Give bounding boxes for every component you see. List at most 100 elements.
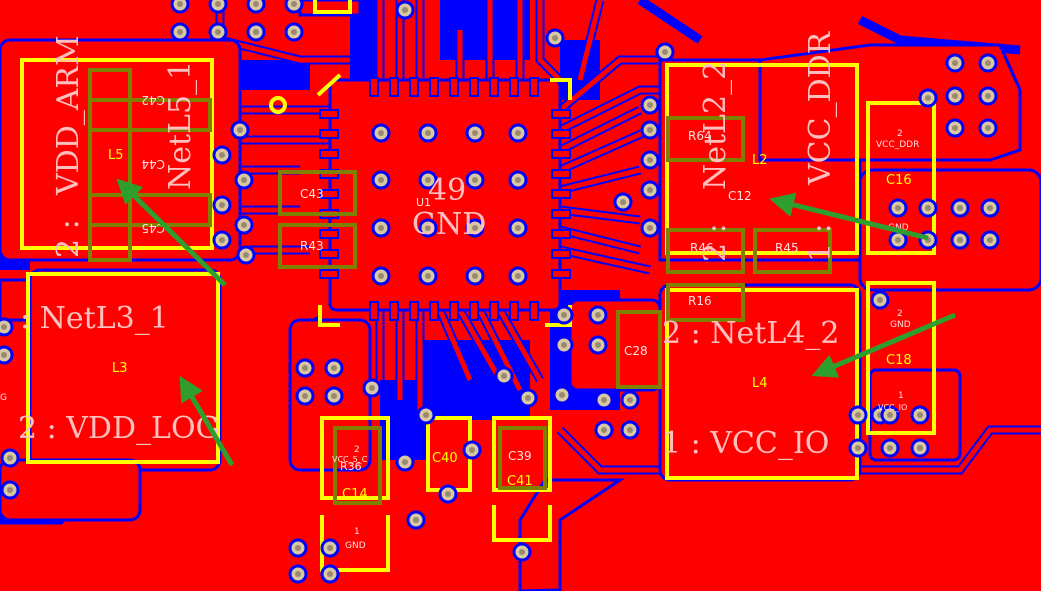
via-drill [219,202,225,208]
via-drill [957,205,963,211]
via-drill [177,29,183,35]
c14-pin-net: VCC_5_C [332,455,368,464]
u1-pin [369,301,379,321]
via-drill [620,199,626,205]
via-drill [647,102,653,108]
pin2-right-l2: 2 : [698,223,733,262]
u1-pin [429,301,439,321]
via-drill [295,545,301,551]
via-drill [378,225,384,231]
via-drill [219,152,225,158]
via-drill [469,447,475,453]
c40-refdes: C40 [432,451,458,466]
r64-label: R64 [688,129,712,143]
c42-label: C42 [141,93,165,107]
via-drill [647,187,653,193]
via-drill [7,455,13,461]
u1-pin [551,169,571,179]
via-drill [887,445,893,451]
c28-label: C28 [624,344,648,358]
trace-region [518,478,625,591]
via-drill [425,177,431,183]
via-drill [472,177,478,183]
vcc-ddr-label: VCC_DDR [803,30,838,186]
via-drill [515,130,521,136]
c18-pin-num: 2 [897,309,903,319]
c18-refdes: C18 [886,353,912,368]
pin1-right-l2: 1 : [803,223,838,262]
via-drill [291,1,297,7]
netl3-label: : NetL3_1 [20,301,169,336]
c14-pin1-num: 1 [354,527,360,537]
c12-label: C12 [728,189,752,203]
refdes-labels: L5 L3 L4 L2 C14 C40 C41 C16 C18 [108,148,912,502]
via-drill [627,397,633,403]
via-drill [331,393,337,399]
net-labels: VDD_ARM 2 : NetL5_1 : NetL3_1 2 : VDD_LO… [18,30,839,461]
u1-pin [551,249,571,259]
netl5-label: NetL5_1 [163,61,198,190]
via-drill [877,297,883,303]
u1-pin [551,109,571,119]
via-drill [985,93,991,99]
gnd-pad-net: GND [412,207,486,242]
via-drill [987,237,993,243]
r16-label: R16 [688,294,712,308]
u1-pin [389,301,399,321]
u1-pin [551,269,571,279]
l2-refdes: L2 [752,153,768,168]
c16-pin-num: 2 [897,129,903,139]
left-edge-g: G [0,393,7,403]
u1-pin [449,301,459,321]
via-drill [987,205,993,211]
via-drill [595,312,601,318]
via-drill [559,392,565,398]
via-drill [177,1,183,7]
annotation-arrows [116,178,956,467]
via-drill [515,273,521,279]
via-drill [472,273,478,279]
via-drill [855,445,861,451]
via-drill [215,1,221,7]
arrow-l3 [179,375,235,467]
via-drill [253,1,259,7]
c14-refdes: C14 [342,487,368,502]
via-drill [647,157,653,163]
u1-pin [319,189,339,199]
via-drill [402,459,408,465]
via-drill [662,49,668,55]
via-drill [519,549,525,555]
via-drill [472,130,478,136]
vccio-pin-num: 1 [898,391,904,401]
l4-outline [665,288,859,480]
u1-pin [319,129,339,139]
vcc-io-label: 1 : VCC_IO [662,426,829,461]
vdd-log-label: 2 : VDD_LOG [18,411,220,446]
via-drill [402,7,408,13]
l3-outline [26,272,220,464]
u1-pin [449,77,459,97]
c45-label: C45 [141,221,165,235]
via-drill [515,177,521,183]
r46-label: R46 [690,241,714,255]
via-drill [253,29,259,35]
via-drill [378,177,384,183]
via-drill [219,237,225,243]
via-drill [331,365,337,371]
via-drill [595,342,601,348]
pad-net-labels: 2 VCC_DDR 2 GND GND 2 VCC_5_C 1 GND 1 VC… [0,129,919,551]
l3-refdes: L3 [112,361,128,376]
via-drill [952,93,958,99]
via-drill [515,225,521,231]
u1-pin [319,149,339,159]
via-drill [327,545,333,551]
c16-refdes: C16 [886,173,912,188]
c16-pin-net: VCC_DDR [876,140,919,150]
via-drill [627,427,633,433]
u1-pin [319,269,339,279]
u1-pin [489,301,499,321]
via-drill [952,125,958,131]
via-drill [425,225,431,231]
via-drill [925,95,931,101]
